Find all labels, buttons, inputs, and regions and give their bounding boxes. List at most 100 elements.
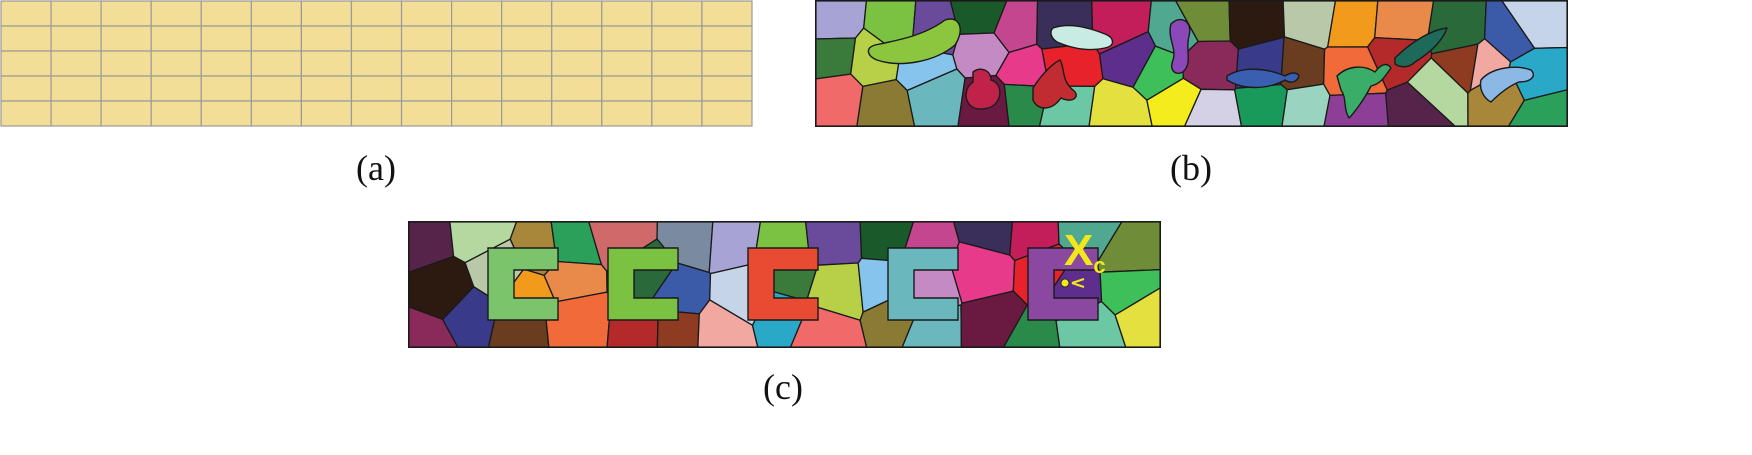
point-arrow — [1071, 278, 1085, 288]
grid-cell — [350, 50, 403, 77]
fish-shape — [1226, 68, 1300, 89]
c-shape-piece — [607, 247, 679, 321]
grid-cell — [551, 75, 603, 102]
whale-shape — [1479, 66, 1535, 103]
panel-c-mosaic: Xc — [408, 221, 1161, 348]
mosaic-cell — [1507, 88, 1568, 127]
c-shape-piece — [1027, 247, 1099, 321]
grid-cell — [0, 25, 52, 52]
grid-cell — [100, 75, 152, 102]
grid-cell — [50, 50, 102, 77]
grid-cell — [150, 100, 202, 127]
grid-cell — [701, 100, 753, 127]
grid-cell — [350, 0, 403, 27]
grid-cell — [701, 50, 753, 77]
caption-a: (a) — [356, 148, 396, 188]
lizard-shape — [1032, 59, 1077, 109]
grid-cell — [150, 25, 202, 52]
grid-cell — [300, 75, 353, 102]
grid-cell — [400, 0, 453, 27]
grid-cell — [300, 100, 353, 127]
grid-cell — [150, 75, 202, 102]
caption-b: (b) — [1170, 148, 1212, 188]
grid-cell — [451, 75, 503, 102]
seahorse-shape — [1169, 18, 1191, 74]
grid-cell — [651, 50, 703, 77]
mosaic-canvas-animals — [815, 0, 1568, 127]
grid-cell — [250, 100, 302, 127]
grid-cell — [250, 0, 302, 27]
grid-cell — [701, 75, 753, 102]
annotation-xc: Xc — [1064, 226, 1106, 278]
grid-cell — [451, 0, 503, 27]
banana-shape — [867, 18, 961, 65]
grid-cell — [300, 50, 353, 77]
grid-cell — [501, 50, 553, 77]
grid-cell — [501, 25, 553, 52]
mosaic-canvas-c-shapes: Xc — [408, 221, 1161, 348]
grid-cell — [601, 75, 653, 102]
mosaic-cell — [815, 73, 864, 127]
grid-cell — [601, 25, 653, 52]
grid-cell — [200, 100, 252, 127]
mosaic-cell — [1234, 83, 1288, 127]
grid-cell — [100, 50, 152, 77]
grid-cell — [551, 50, 603, 77]
mosaic-cell — [1374, 0, 1435, 42]
grid-cell — [0, 75, 52, 102]
grid-cell — [200, 75, 252, 102]
grid-cell — [400, 100, 453, 127]
grid-cell — [300, 0, 353, 27]
grid-cell — [150, 0, 202, 27]
grid-cell — [501, 100, 553, 127]
shark-shape — [1050, 24, 1114, 51]
mosaic-cell — [1327, 0, 1379, 48]
mosaic-cell — [815, 37, 857, 80]
grid-cell — [701, 0, 753, 27]
grid-cell — [350, 75, 403, 102]
grid-canvas — [0, 0, 753, 127]
grid-cell — [451, 25, 503, 52]
grid-cell — [50, 75, 102, 102]
grid-cell — [551, 0, 603, 27]
grid-cell — [0, 50, 52, 77]
grid-cell — [400, 25, 453, 52]
grid-cell — [100, 0, 152, 27]
grid-cell — [400, 75, 453, 102]
deer-shape — [1336, 63, 1392, 119]
annotation-main: X — [1064, 226, 1093, 275]
mosaic-cell — [1500, 0, 1568, 49]
mosaic-cell — [1281, 83, 1331, 127]
grid-cell — [601, 100, 653, 127]
mosaic-border — [408, 221, 1161, 348]
grid-cell — [0, 100, 52, 127]
grid-cell — [300, 25, 353, 52]
grid-cell — [0, 0, 52, 27]
grid-cell — [200, 25, 252, 52]
mosaic-cell — [1114, 286, 1161, 348]
grid-cell — [551, 100, 603, 127]
grid-cell — [100, 25, 152, 52]
grid-cell — [250, 50, 302, 77]
grid-cell — [551, 25, 603, 52]
squirrel-shape — [965, 68, 1001, 110]
grid-cell — [701, 25, 753, 52]
grid-cell — [651, 0, 703, 27]
grid-cell — [50, 25, 102, 52]
grid-cell — [451, 100, 503, 127]
grid-cell — [100, 100, 152, 127]
panel-a-grid — [0, 0, 753, 127]
grid-cell — [250, 25, 302, 52]
point-marker — [1060, 278, 1070, 288]
grid-cell — [150, 50, 202, 77]
grid-cell — [50, 100, 102, 127]
grid-cell — [651, 100, 703, 127]
grid-cell — [651, 75, 703, 102]
c-shape-piece — [487, 247, 559, 321]
grid-cell — [200, 0, 252, 27]
grid-cell — [601, 50, 653, 77]
grid-cell — [350, 25, 403, 52]
grid-cell — [501, 75, 553, 102]
grid-cell — [350, 100, 403, 127]
annotation-sub: c — [1093, 253, 1105, 278]
